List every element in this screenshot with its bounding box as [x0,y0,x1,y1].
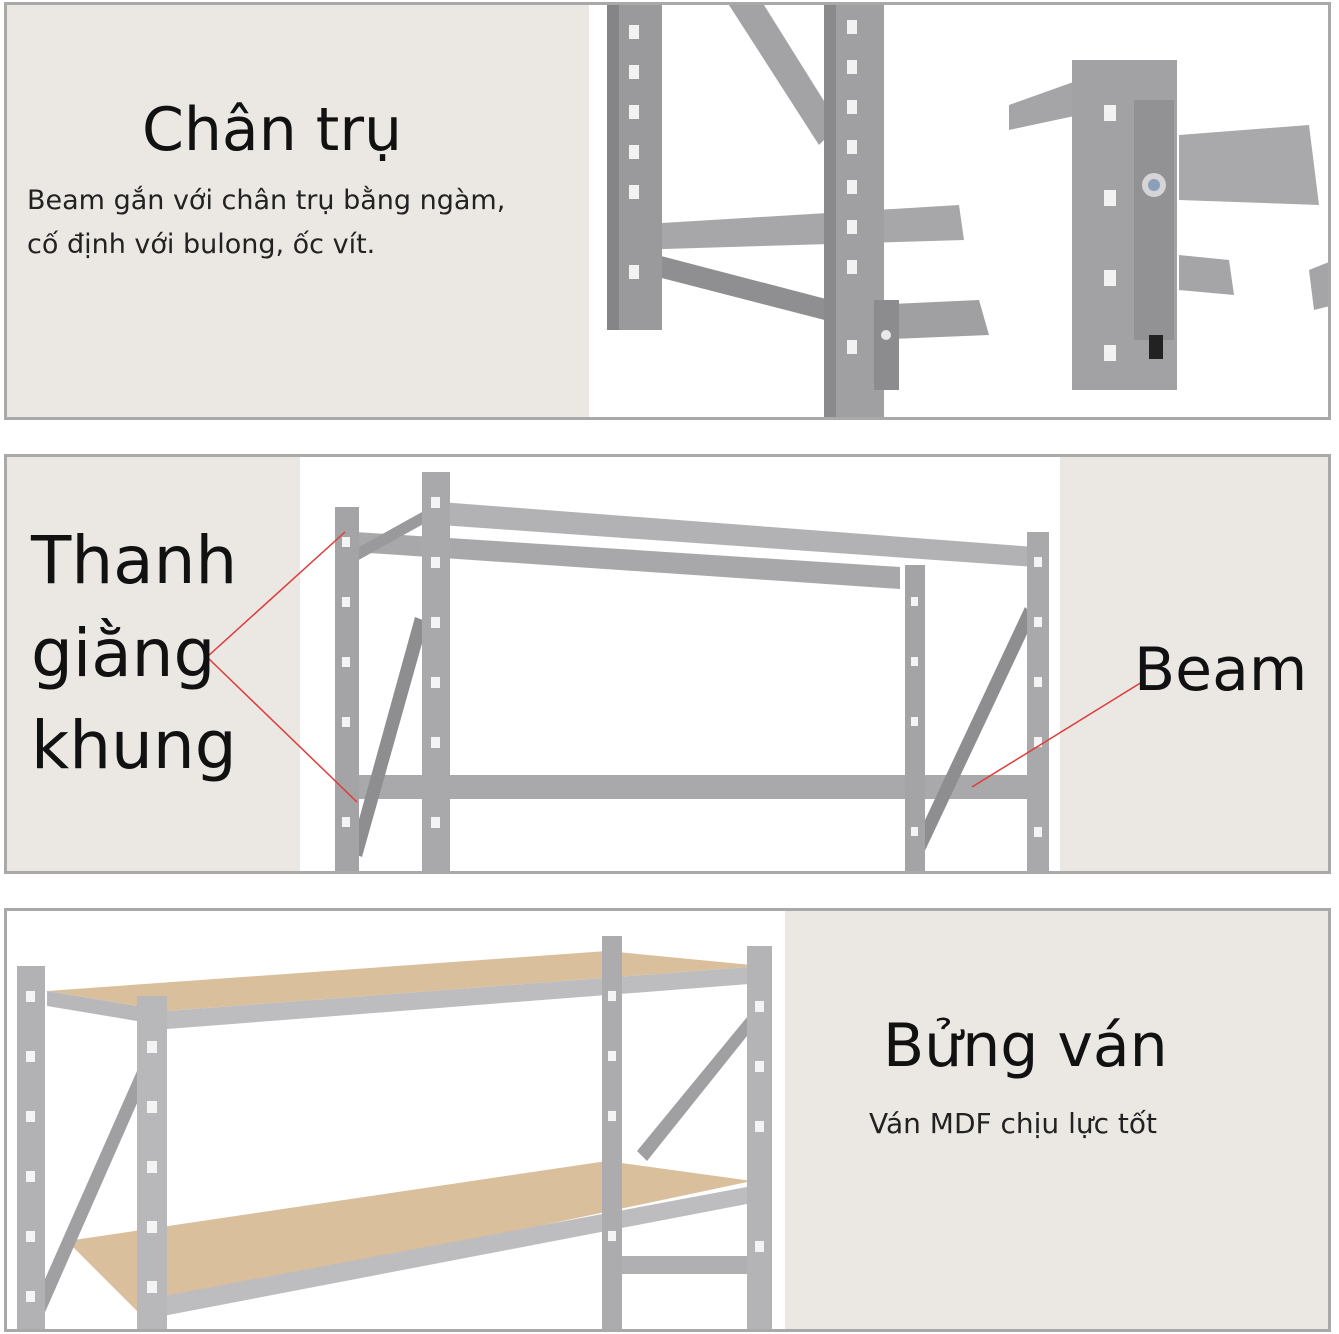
panel-upright: Chân trụ Beam gắn với chân trụ bằng ngàm… [4,2,1331,420]
upright-post-photo [589,5,1328,417]
panel-title-upright: Chân trụ [142,95,403,165]
panel-title-shelf-board: Bửng ván [883,1011,1168,1081]
shelf-board-description: Ván MDF chịu lực tốt [869,1107,1157,1140]
upright-description-line-1: Beam gắn với chân trụ bằng ngàm, [27,185,506,216]
frame-brace-title-line-3: khung [31,707,237,784]
rack-frame-illustration [335,472,1049,871]
upright-post-illustration [607,5,1328,417]
panel-shelf-board: Bửng ván Ván MDF chịu lực tốt [4,908,1331,1332]
frame-brace-title-line-2: giằng [31,615,216,692]
frame-brace-title-line-1: Thanh [31,522,238,599]
rack-frame-photo [300,457,1060,871]
shelving-with-boards-photo [7,911,785,1329]
shelving-illustration [17,936,772,1329]
panel-frame-brace: Thanh giằng khung Beam [4,454,1331,874]
beam-label: Beam [1134,635,1308,705]
upright-description-line-2: cố định với bulong, ốc vít. [27,229,376,260]
